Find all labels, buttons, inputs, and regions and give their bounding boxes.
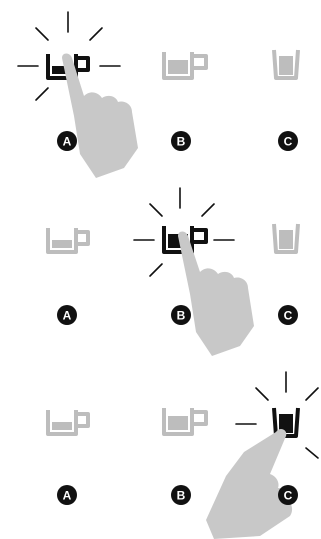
pointing-hand-icon	[178, 232, 254, 357]
option-b-badge: B	[171, 485, 191, 505]
tall-cup-icon[interactable]	[274, 50, 298, 78]
tall-cup-icon[interactable]	[274, 224, 298, 252]
option-b-badge: B	[171, 131, 191, 151]
medium-cup-with-handle-icon[interactable]	[164, 52, 206, 78]
pointing-hand-icon	[206, 429, 292, 539]
svg-text:A: A	[63, 309, 72, 323]
medium-cup-with-handle-icon[interactable]	[164, 408, 206, 434]
svg-text:B: B	[177, 309, 186, 323]
option-a-badge: A	[57, 305, 77, 325]
step-2: A B C	[48, 188, 298, 356]
option-c-badge: C	[278, 131, 298, 151]
step-3: A B C	[48, 372, 318, 539]
pointing-hand-icon	[62, 54, 138, 179]
option-c-badge: C	[278, 485, 298, 505]
small-cup-with-handle-icon[interactable]	[48, 228, 88, 252]
svg-text:A: A	[63, 135, 72, 149]
svg-text:C: C	[284, 309, 293, 323]
step-1: A B C	[18, 12, 298, 178]
small-cup-with-handle-icon[interactable]	[48, 410, 88, 434]
option-b-badge: B	[171, 305, 191, 325]
svg-text:C: C	[284, 135, 293, 149]
option-c-badge: C	[278, 305, 298, 325]
option-a-badge: A	[57, 131, 77, 151]
svg-text:B: B	[177, 135, 186, 149]
svg-text:A: A	[63, 489, 72, 503]
option-a-badge: A	[57, 485, 77, 505]
svg-text:B: B	[177, 489, 186, 503]
svg-text:C: C	[284, 489, 293, 503]
